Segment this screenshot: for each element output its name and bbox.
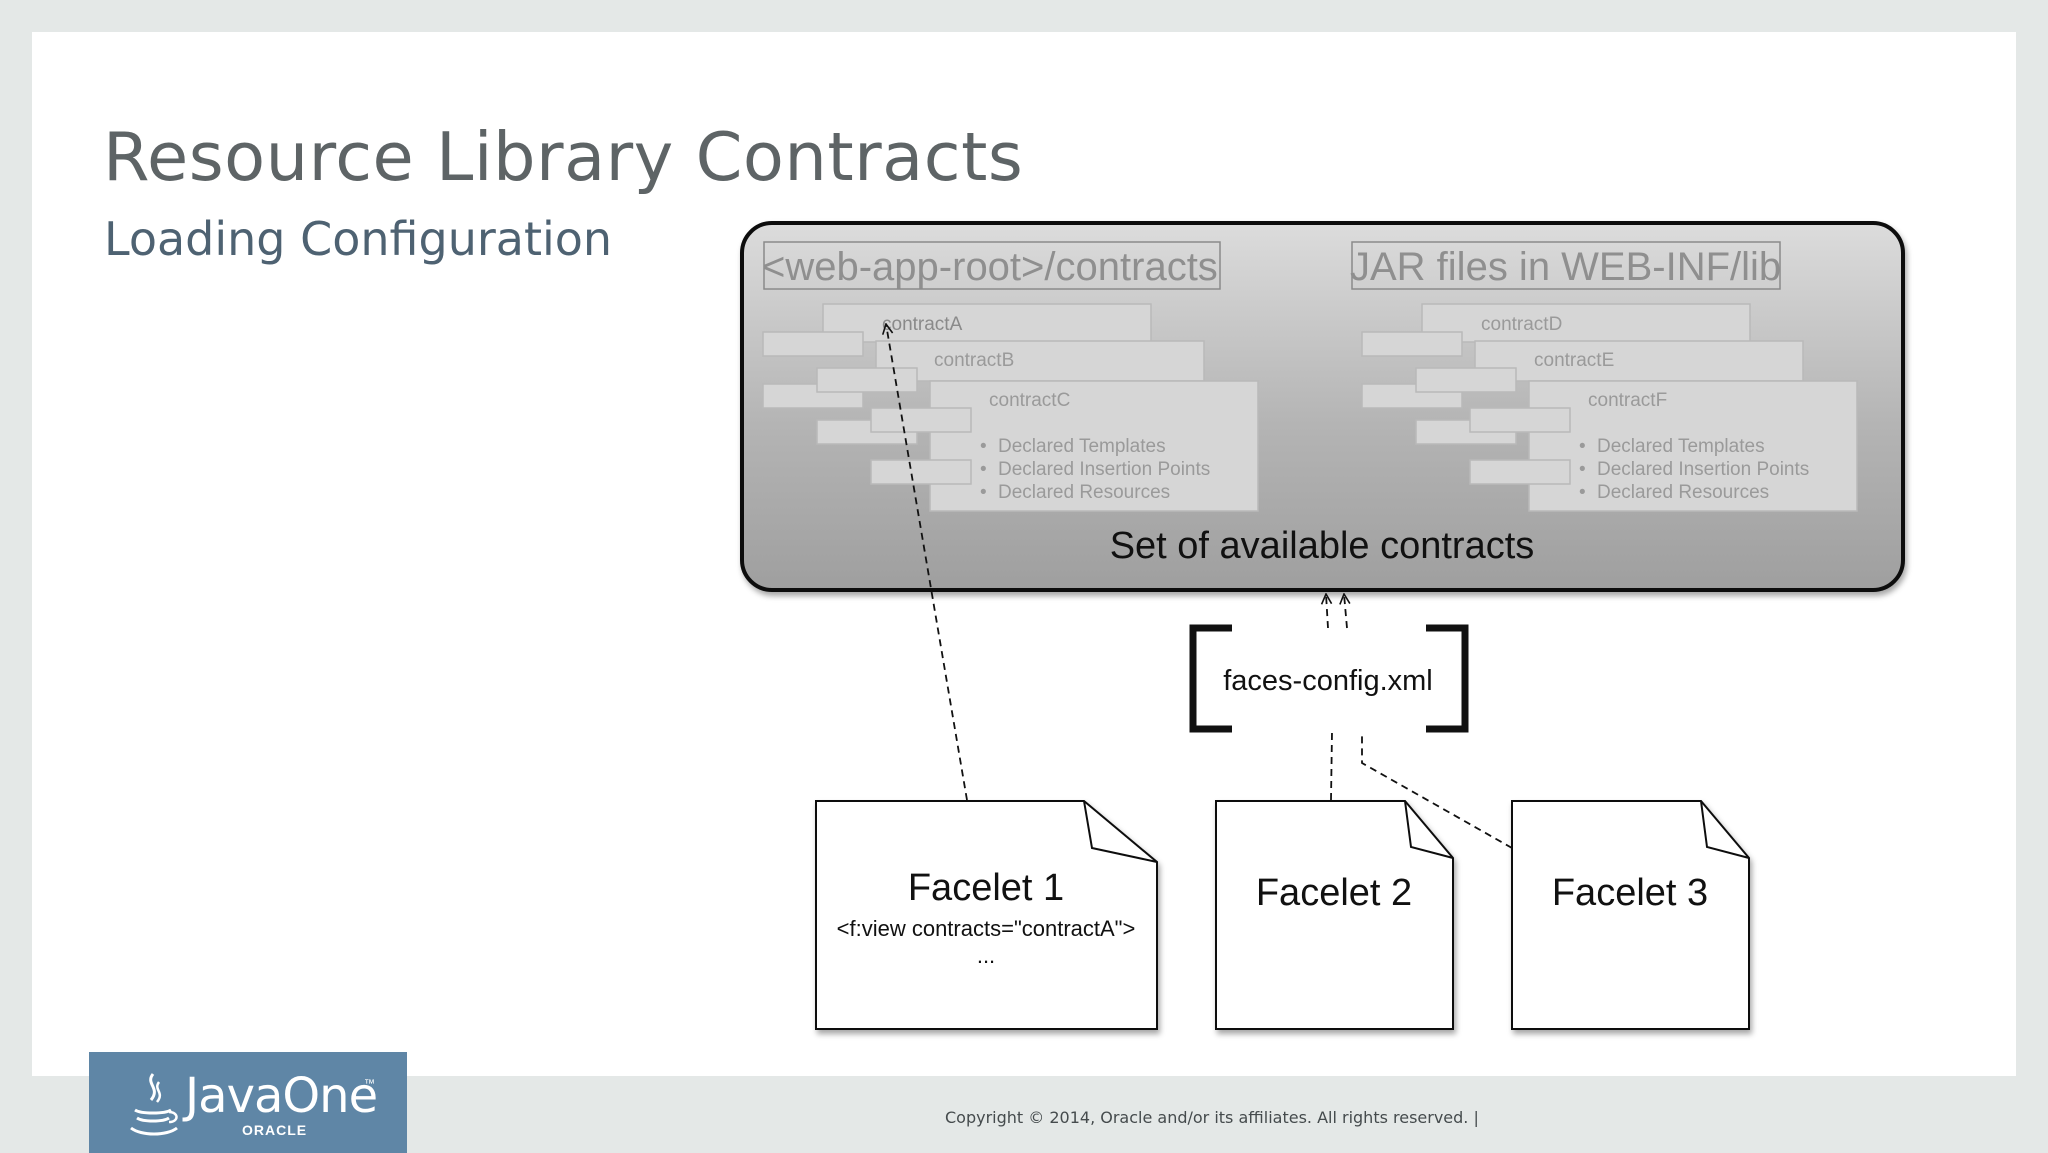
faces-config-label: faces-config.xml: [1223, 665, 1433, 697]
bullet-resources: Declared Resources: [998, 482, 1170, 503]
webapp-source-box: <web-app-root>/contracts: [762, 241, 1221, 290]
facelet-2: [1215, 800, 1454, 1030]
svg-text:•: •: [980, 436, 987, 457]
bullet-insertion-points: Declared Insertion Points: [1597, 459, 1809, 480]
jar-source-box: JAR files in WEB-INF/lib: [1350, 241, 1781, 290]
facelet1-to-contractA-arrow: [886, 324, 968, 801]
jar-source-label: JAR files in WEB-INF/lib: [1350, 245, 1781, 289]
contract-e-label: contractE: [1534, 350, 1614, 371]
page-subtitle: Loading Configuration: [104, 212, 613, 266]
svg-text:•: •: [980, 459, 987, 480]
webapp-source-label: <web-app-root>/contracts: [762, 245, 1218, 289]
logo-trademark: ™: [364, 1078, 375, 1090]
faces-config-box: faces-config.xml: [1189, 624, 1469, 733]
facelet-3: [1511, 800, 1750, 1030]
bullet-templates: Declared Templates: [998, 436, 1166, 457]
container-label: Set of available contracts: [1110, 525, 1535, 567]
svg-text:•: •: [1579, 436, 1586, 457]
copyright-footer: Copyright © 2014, Oracle and/or its affi…: [945, 1108, 1479, 1127]
facelet-3-title: Facelet 3: [1552, 872, 1708, 914]
left-bullets: • Declared Templates • Declared Insertion …: [980, 436, 1210, 503]
contract-d-label: contractD: [1481, 314, 1562, 335]
contract-a-label: contractA: [882, 314, 963, 335]
config-to-contracts-arrow-2: [1344, 594, 1347, 629]
facelet-1-line-2: ...: [977, 943, 995, 968]
java-cup-icon: [130, 1073, 178, 1136]
svg-text:•: •: [980, 482, 987, 503]
svg-text:•: •: [1579, 459, 1586, 480]
left-contract-labels: contractA contractB contractC • Declared …: [882, 314, 1210, 503]
contract-b-label: contractB: [934, 350, 1014, 371]
config-to-contracts-arrow-1: [1326, 594, 1328, 629]
bullet-resources: Declared Resources: [1597, 482, 1769, 503]
right-bullets: • Declared Templates • Declared Insertion …: [1579, 436, 1809, 503]
facelet2-to-config-line: [1330, 731, 1333, 801]
svg-text:•: •: [1579, 482, 1586, 503]
logo-wordmark: JavaOne: [185, 1068, 378, 1124]
contract-c-label: contractC: [989, 390, 1070, 411]
logo-vendor: ORACLE: [242, 1122, 308, 1138]
facelet-1: [815, 800, 1158, 1030]
bullet-insertion-points: Declared Insertion Points: [998, 459, 1210, 480]
facelet-1-title: Facelet 1: [908, 867, 1064, 909]
facelet-1-line-1: <f:view contracts="contractA">: [837, 916, 1136, 941]
bullet-templates: Declared Templates: [1597, 436, 1765, 457]
contract-f-label: contractF: [1588, 390, 1667, 411]
left-contract-stack: [762, 303, 1259, 512]
facelet3-to-config-line: [1361, 732, 1513, 849]
javaone-logo: JavaOne ™ ORACLE: [89, 1052, 407, 1153]
right-contract-labels: contractD contractE contractF • Declared …: [1481, 314, 1809, 503]
connectors: [886, 324, 1513, 849]
right-contract-stack: [1361, 303, 1858, 512]
facelet-2-title: Facelet 2: [1256, 872, 1412, 914]
page-title: Resource Library Contracts: [103, 118, 1024, 196]
